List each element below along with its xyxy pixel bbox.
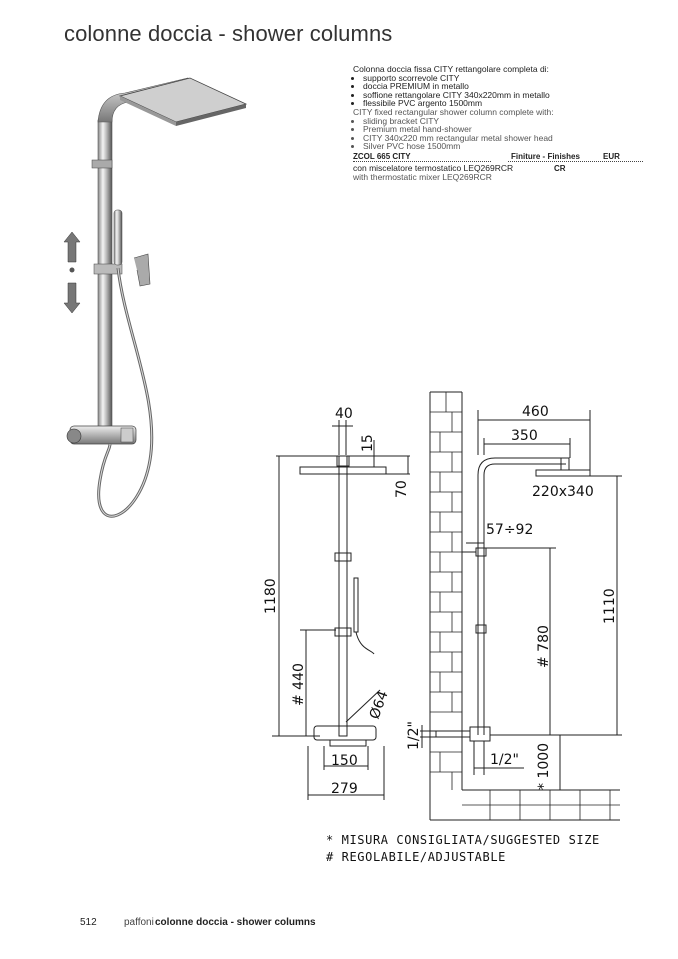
dim-head-thickness: 15 bbox=[360, 434, 376, 452]
wall-bricks bbox=[430, 392, 620, 820]
footer-section: colonne doccia - shower columns bbox=[155, 917, 316, 928]
dim-arm-length: 350 bbox=[511, 428, 538, 444]
dim-pipe-diameter: Ø64 bbox=[367, 689, 392, 722]
dim-wall-offset: 57÷92 bbox=[486, 522, 533, 538]
dim-top-width: 40 bbox=[335, 406, 353, 422]
description-item: flessibile PVC argento 1500mm bbox=[363, 99, 643, 108]
dim-total-height: 1180 bbox=[263, 578, 279, 614]
divider bbox=[508, 161, 643, 162]
description-item: Silver PVC hose 1500mm bbox=[363, 142, 643, 151]
dim-projection: 460 bbox=[522, 404, 549, 420]
drawing-notes: * MISURA CONSIGLIATA/SUGGESTED SIZE # RE… bbox=[326, 832, 600, 866]
description-title-it: Colonna doccia fissa CITY rettangolare c… bbox=[353, 64, 549, 74]
brand-name: paffoni bbox=[124, 917, 154, 928]
product-row-en: with thermostatic mixer LEQ269RCR bbox=[353, 172, 492, 182]
price-header: EUR bbox=[603, 152, 620, 161]
product-code: ZCOL 665 CITY bbox=[353, 152, 411, 161]
note-suggested: * MISURA CONSIGLIATA/SUGGESTED SIZE bbox=[326, 833, 600, 847]
description-item: Premium metal hand-shower bbox=[363, 125, 643, 134]
note-adjustable: # REGOLABILE/ADJUSTABLE bbox=[326, 850, 506, 864]
description-item: soffione rettangolare CITY 340x220mm in … bbox=[363, 91, 643, 100]
product-row: con miscelatore termostatico LEQ269RCR w… bbox=[353, 164, 513, 182]
product-row-it: con miscelatore termostatico LEQ269RCR bbox=[353, 163, 514, 173]
dim-centers: 150 bbox=[331, 753, 358, 769]
page-number: 512 bbox=[80, 917, 97, 928]
dim-adjustable-height: # 440 bbox=[291, 663, 307, 706]
dim-head-size: 220x340 bbox=[532, 484, 594, 500]
divider bbox=[353, 161, 491, 162]
description-title-en: CITY fixed rectangular shower column com… bbox=[353, 106, 554, 117]
dim-adjustable-side: # 780 bbox=[536, 625, 552, 668]
dim-floor-height: * 1000 bbox=[536, 743, 552, 790]
dim-column-height: 1110 bbox=[602, 588, 618, 624]
description-item: CITY 340x220 mm rectangular metal shower… bbox=[363, 134, 643, 143]
product-description: Colonna doccia fissa CITY rettangolare c… bbox=[353, 65, 643, 151]
description-list-en: sliding bracket CITY Premium metal hand-… bbox=[353, 116, 643, 151]
finishes-header: Finiture - Finishes bbox=[511, 152, 580, 161]
page-title: colonne doccia - shower columns bbox=[64, 21, 393, 46]
dim-inlet-left: 1/2" bbox=[406, 721, 422, 750]
dim-mixer-width: 279 bbox=[331, 781, 358, 797]
dim-head-offset: 70 bbox=[394, 480, 410, 498]
description-item: supporto scorrevole CITY bbox=[363, 73, 643, 83]
dim-inlet-bottom: 1/2" bbox=[490, 752, 519, 768]
description-item: sliding bracket CITY bbox=[363, 116, 643, 126]
description-item: doccia PREMIUM in metallo bbox=[363, 82, 643, 91]
description-list-it: supporto scorrevole CITY doccia PREMIUM … bbox=[353, 73, 643, 108]
finish-code: CR bbox=[554, 164, 566, 173]
